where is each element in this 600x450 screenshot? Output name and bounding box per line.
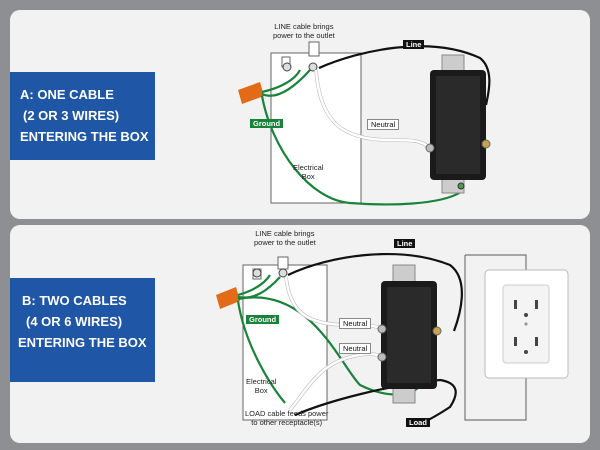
cable-entry [308, 41, 320, 57]
label-neutral: Neutral [367, 119, 400, 130]
screw [308, 62, 318, 72]
wire-connector-icon [238, 82, 264, 104]
title-line: ENTERING THE BOX [20, 129, 149, 144]
label-ground: Ground [250, 119, 284, 128]
title-line: A: ONE CABLE [20, 87, 114, 102]
line-terminal [432, 326, 442, 336]
line-cable-note: LINE cable brings power to the outlet [273, 22, 335, 40]
title-line: B: TWO CABLES [22, 293, 127, 308]
label-electrical-box: Electrical Box [246, 377, 277, 395]
wiring-diagram-two-cables [216, 253, 569, 427]
panel-two-cables: B: TWO CABLES (4 OR 6 WIRES) ENTERING TH… [10, 225, 590, 443]
label-neutral-upper: Neutral [339, 318, 372, 329]
title-line: (2 OR 3 WIRES) [23, 108, 120, 123]
outlet-mount-top [392, 264, 416, 284]
outlet-back [387, 287, 431, 383]
title-line: (4 OR 6 WIRES) [26, 314, 123, 329]
electrical-box [242, 264, 328, 421]
neutral-terminal [425, 143, 435, 153]
label-ground: Ground [246, 315, 280, 324]
wiring-diagram-one-cable [238, 41, 491, 206]
title-one-cable: A: ONE CABLE (2 OR 3 WIRES) ENTERING THE… [10, 72, 155, 160]
ground-terminal [457, 182, 465, 190]
line-terminal [481, 139, 491, 149]
screw [252, 268, 262, 278]
line-cable-note: LINE cable brings power to the outlet [254, 229, 316, 247]
wire-connector-icon [216, 287, 240, 309]
label-line: Line [394, 239, 416, 248]
neutral-terminal [377, 324, 387, 334]
label-neutral-lower: Neutral [339, 343, 372, 354]
title-line: ENTERING THE BOX [18, 335, 147, 350]
outlet-back [436, 76, 480, 174]
panel-one-cable: A: ONE CABLE (2 OR 3 WIRES) ENTERING THE… [10, 10, 590, 219]
cable-entry [277, 256, 289, 270]
label-electrical-box: Electrical Box [293, 163, 324, 181]
load-cable-note: LOAD cable feeds power to other receptac… [245, 409, 329, 427]
label-load: Load [406, 418, 430, 427]
title-two-cables: B: TWO CABLES (4 OR 6 WIRES) ENTERING TH… [10, 278, 155, 382]
neutral-terminal [377, 352, 387, 362]
screw [278, 268, 288, 278]
label-line: Line [403, 40, 425, 49]
screw [282, 62, 292, 72]
